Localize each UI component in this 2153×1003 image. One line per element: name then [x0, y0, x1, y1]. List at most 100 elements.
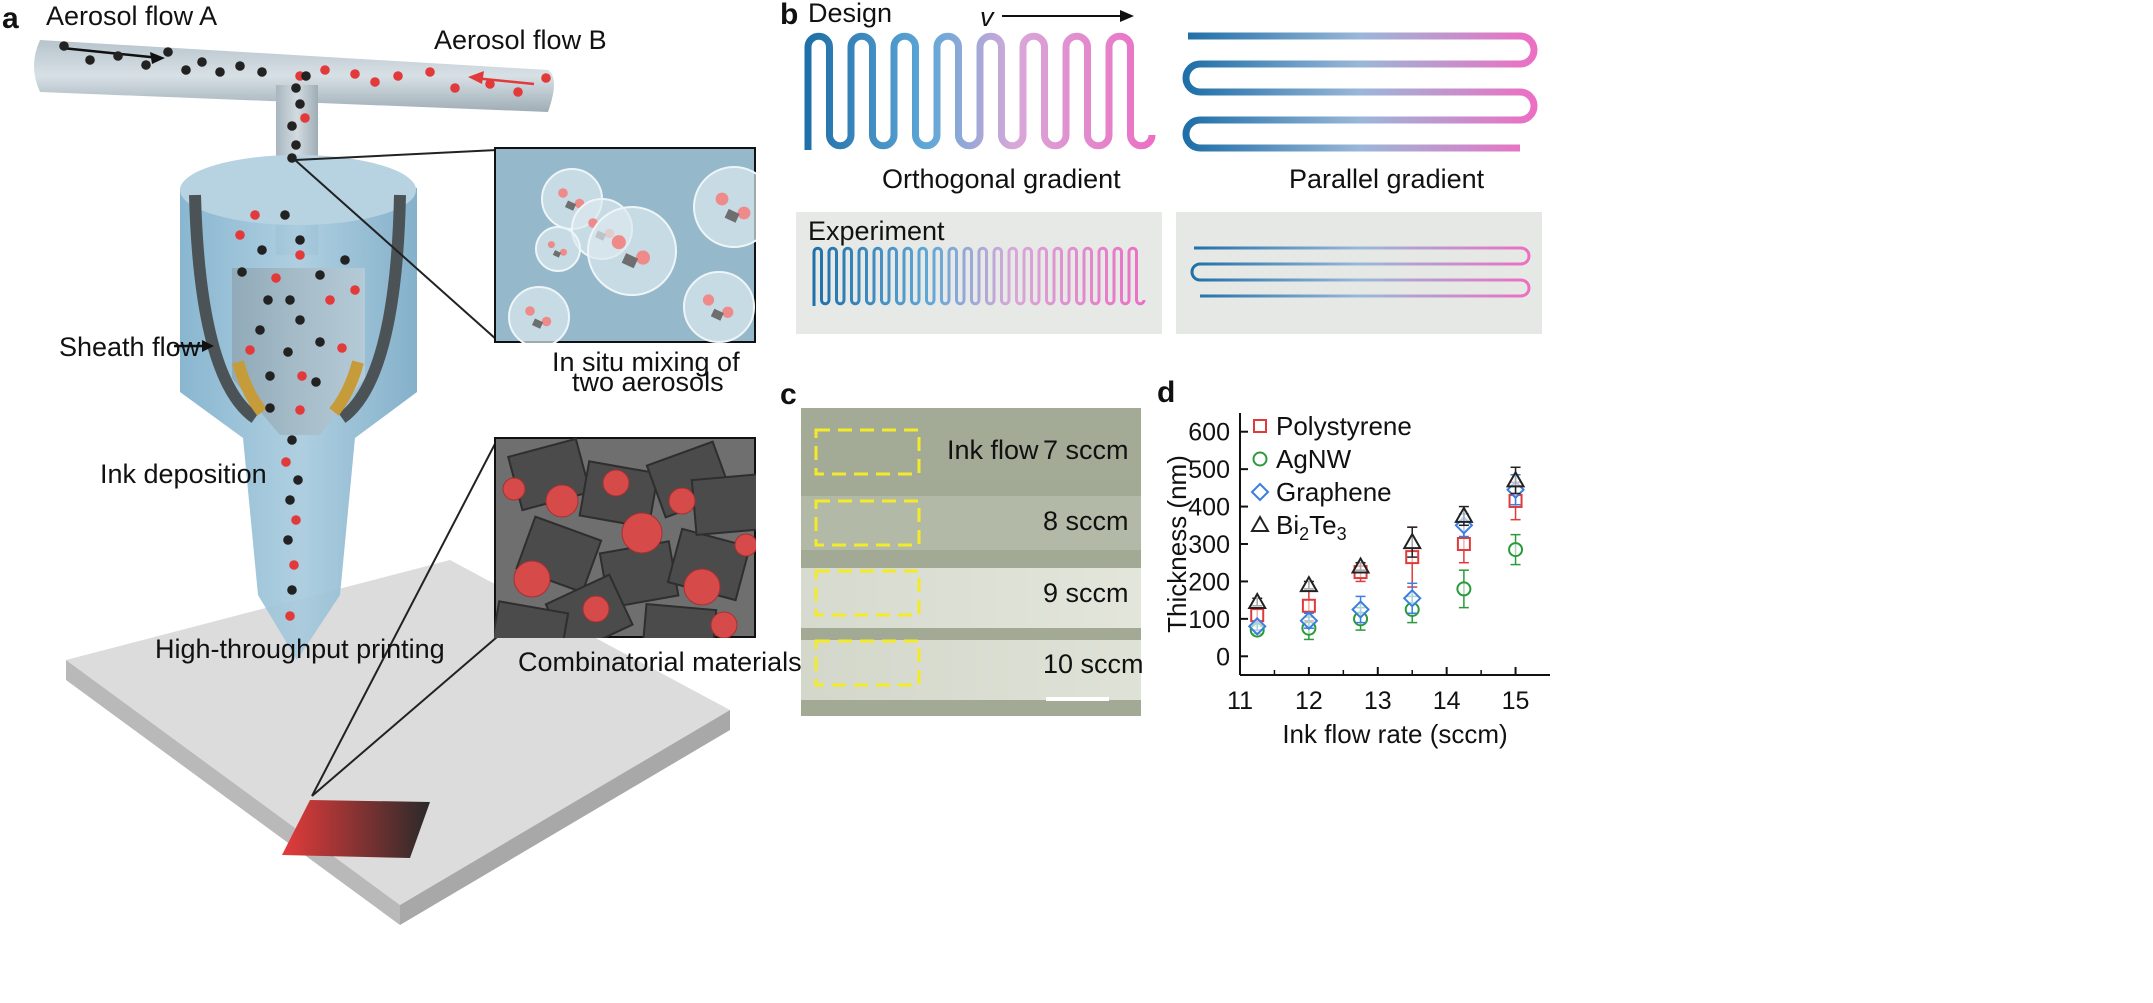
- red-particle: [513, 87, 523, 97]
- aerosol-droplet: [587, 206, 677, 296]
- red-nanoparticle: [547, 241, 555, 249]
- red-particle: [295, 250, 305, 260]
- parallel-gradient-design: [1182, 32, 1538, 152]
- red-particle: [291, 515, 301, 525]
- black-particle: [197, 57, 207, 67]
- experiment-label: Experiment: [808, 216, 945, 246]
- flake-particle: [564, 200, 577, 211]
- black-particle: [285, 495, 295, 505]
- orthogonal-experiment-image: [796, 212, 1162, 334]
- x-tick-label: 13: [1364, 687, 1392, 715]
- y-tick-label: 0: [1216, 643, 1230, 671]
- printing-label: High-throughput printing: [155, 634, 445, 664]
- x-tick-label: 15: [1502, 687, 1530, 715]
- flake-particle: [621, 253, 639, 269]
- flake-particle: [710, 308, 724, 321]
- parallel-gradient-label: Parallel gradient: [1289, 164, 1485, 194]
- sphere: [621, 512, 663, 554]
- red-particle: [337, 343, 347, 353]
- red-particle: [325, 295, 335, 305]
- data-point: [1402, 532, 1422, 550]
- data-point: [1299, 575, 1319, 593]
- data-point: [1508, 542, 1524, 558]
- data-point: [1402, 588, 1422, 608]
- y-tick-label: 100: [1188, 606, 1230, 634]
- red-nanoparticle: [559, 248, 568, 256]
- black-particle: [283, 535, 293, 545]
- printer-illustration: [34, 40, 730, 925]
- black-particle: [293, 475, 303, 485]
- red-particle: [485, 79, 495, 89]
- red-particle: [281, 457, 291, 467]
- y-tick-label: 200: [1188, 568, 1230, 596]
- black-particle: [287, 153, 297, 163]
- flake-particle: [724, 208, 740, 223]
- black-particle: [235, 61, 245, 71]
- legend-marker: [1253, 419, 1267, 433]
- aerosol-flow-b-label: Aerosol flow B: [434, 25, 607, 55]
- sheath-flow-label: Sheath flow: [59, 332, 201, 362]
- data-point: [1351, 600, 1370, 619]
- black-particle: [257, 245, 267, 255]
- mixing-caption-line1: In situ mixing of: [552, 347, 740, 377]
- printed-gradient-stripe: [282, 800, 430, 858]
- black-particle: [265, 371, 275, 381]
- black-particle: [237, 267, 247, 277]
- black-particle: [311, 377, 321, 387]
- black-particle: [291, 140, 301, 150]
- panel-a-letter: a: [2, 2, 19, 35]
- combinatorial-label: Combinatorial materials: [518, 647, 802, 677]
- black-particle: [283, 347, 293, 357]
- red-particle: [425, 67, 435, 77]
- data-point: [1350, 556, 1371, 574]
- black-particle: [287, 121, 297, 131]
- black-particle: [280, 210, 290, 220]
- y-axis-label: Thickness (nm): [1162, 455, 1192, 633]
- flake-particle: [552, 250, 562, 258]
- red-nanoparticle: [702, 294, 715, 306]
- legend-label: Polystyrene: [1276, 411, 1412, 441]
- red-particle: [295, 405, 305, 415]
- black-particle: [181, 65, 191, 75]
- black-particle: [265, 403, 275, 413]
- black-particle: [315, 270, 325, 280]
- legend-label: Bi2Te3: [1276, 510, 1347, 544]
- y-tick-label: 600: [1188, 419, 1230, 447]
- red-particle: [450, 83, 460, 93]
- flake: [494, 600, 570, 638]
- sheath-tube-left: [189, 194, 259, 423]
- data-point: [1301, 598, 1316, 613]
- sphere: [683, 568, 721, 606]
- legend-label: Graphene: [1276, 477, 1392, 507]
- black-particle: [263, 295, 273, 305]
- red-nanoparticle: [558, 188, 568, 198]
- red-nanoparticle: [635, 250, 651, 265]
- y-tick-label: 500: [1188, 456, 1230, 484]
- rate-label-9: 9 sccm: [1043, 578, 1129, 608]
- data-point: [1299, 611, 1319, 631]
- red-particle: [297, 371, 307, 381]
- red-particle: [235, 230, 245, 240]
- black-particle: [295, 315, 305, 325]
- orthogonal-gradient-label: Orthogonal gradient: [882, 164, 1121, 194]
- x-tick-label: 11: [1227, 687, 1253, 715]
- y-tick-label: 400: [1188, 494, 1230, 522]
- rate-label-8: 8 sccm: [1043, 506, 1129, 536]
- red-nanoparticle: [722, 306, 734, 318]
- panel-c-letter: c: [780, 378, 797, 411]
- sphere: [513, 560, 551, 598]
- black-particle: [295, 235, 305, 245]
- sphere: [602, 469, 630, 497]
- sphere: [710, 611, 738, 638]
- rate-label-10: 10 sccm: [1043, 649, 1144, 679]
- red-particle: [245, 345, 255, 355]
- red-particle: [320, 65, 330, 75]
- black-particle: [287, 435, 297, 445]
- data-point: [1247, 616, 1267, 636]
- red-particle: [541, 73, 551, 83]
- sphere: [582, 595, 610, 623]
- black-particle: [255, 325, 265, 335]
- x-tick-label: 14: [1433, 687, 1461, 715]
- legend-marker: [1250, 482, 1270, 502]
- sphere: [545, 484, 579, 518]
